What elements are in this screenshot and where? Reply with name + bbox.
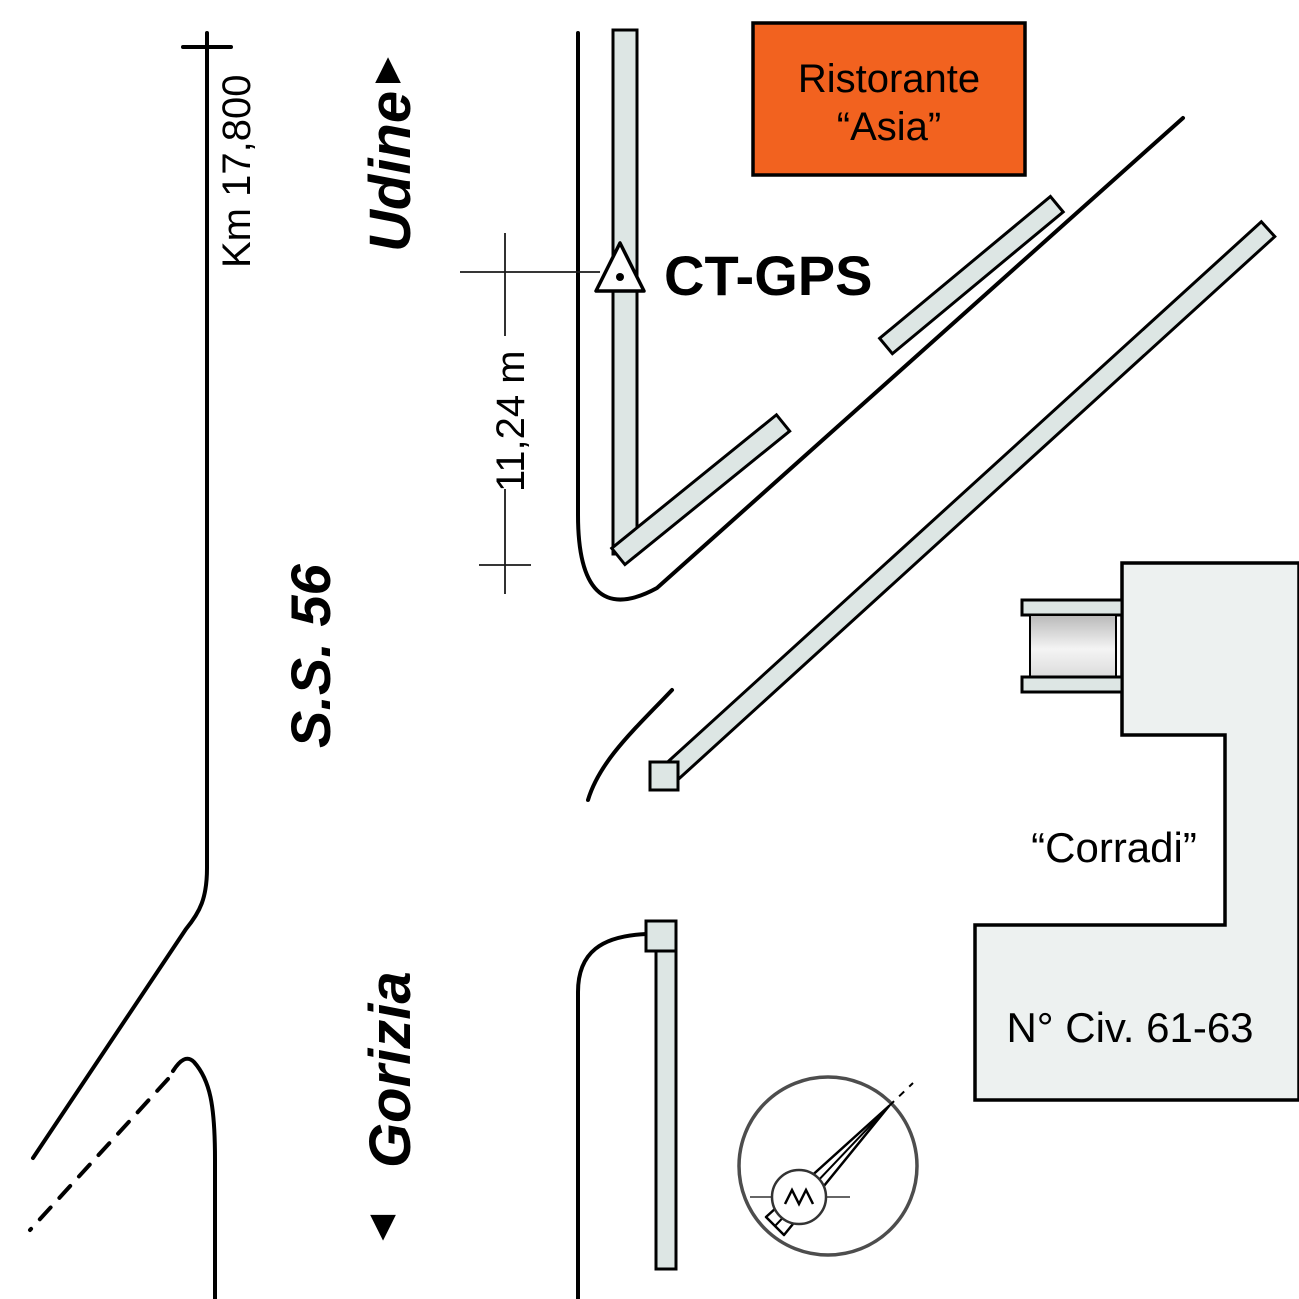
compass-hub-mark (783, 1187, 815, 1207)
walls (609, 28, 1277, 1271)
compass-hub (770, 1168, 828, 1226)
road-north-edge-curve (576, 31, 1185, 602)
destination-gorizia-label: Gorizia (358, 971, 423, 1168)
building-footprint (973, 561, 1299, 1102)
km-marker-label: Km 17,800 (215, 75, 259, 268)
road-ss56-west-edge (31, 31, 209, 1160)
gate-door (1029, 614, 1117, 678)
compass-bearing-dash (888, 1082, 914, 1107)
station-label: CT-GPS (664, 244, 872, 307)
wall-end-post (648, 760, 680, 792)
restaurant-asia: Ristorante “Asia” (751, 21, 1027, 177)
side-road (576, 31, 1185, 1299)
wall-south-post (644, 919, 678, 953)
road-ss56 (28, 31, 233, 1299)
wall-short-diagonal (877, 194, 1066, 356)
down-arrow-icon: ▼ (361, 1201, 405, 1250)
up-arrow-icon: ▲ (366, 44, 410, 93)
destination-udine-label: Udine (358, 91, 423, 252)
building-corradi (973, 561, 1299, 1102)
road-south-edge-curve (576, 932, 648, 1299)
dimension-lines (460, 233, 600, 594)
restaurant-name-line1: Ristorante (798, 57, 980, 101)
civic-number-label: N° Civ. 61-63 (1006, 1004, 1253, 1051)
building-label: “Corradi” (1031, 824, 1197, 871)
restaurant-box (751, 21, 1027, 177)
wall-diagonal-corner (609, 412, 792, 567)
text-labels: Km 17,800 ▲ Udine S.S. 56 Gorizia ▼ 11,2… (215, 44, 1254, 1250)
road-ss56-branch-edge (171, 1056, 217, 1299)
station-symbol (594, 241, 646, 293)
road-name-label: S.S. 56 (279, 563, 342, 748)
gate-top-rail (1020, 598, 1124, 617)
compass-rose-icon (737, 1075, 919, 1257)
restaurant-name-line2: “Asia” (837, 105, 941, 149)
wall-vertical-south (654, 949, 678, 1271)
road-centerline-dashed (28, 1077, 170, 1232)
survey-triangle-icon (594, 241, 646, 293)
survey-dot-icon (616, 273, 624, 281)
road-corner-curve (586, 688, 674, 802)
gate-bottom-rail (1020, 675, 1124, 694)
distance-label: 11,24 m (489, 350, 533, 492)
compass-circle (737, 1075, 919, 1257)
